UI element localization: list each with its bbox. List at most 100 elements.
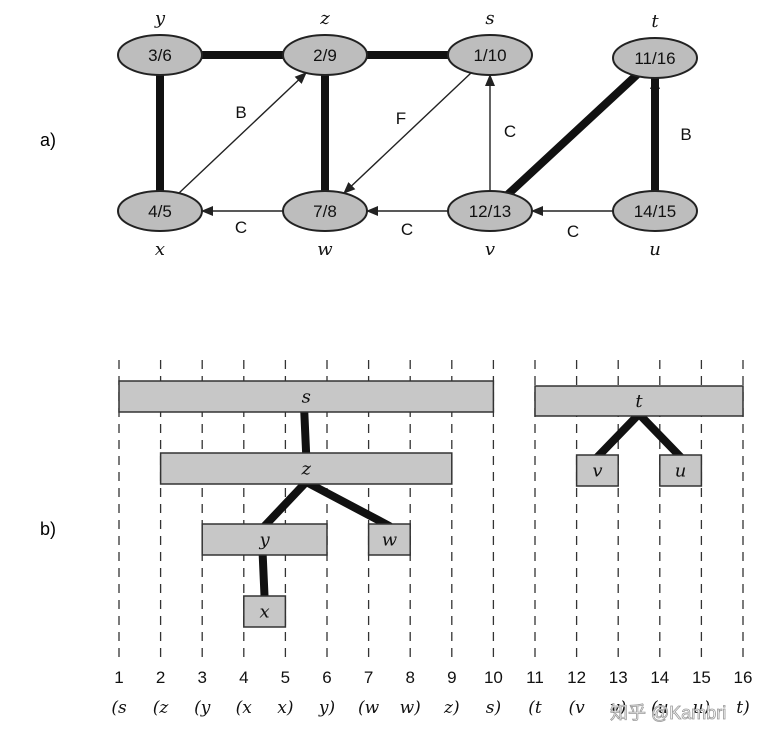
tick-label-12: 12 xyxy=(567,668,586,687)
interval-bar-u-rect xyxy=(659,454,703,487)
paren-label-2: (z xyxy=(153,698,170,718)
node-z-ellipse xyxy=(282,34,368,76)
interval-bar-y: y xyxy=(201,523,328,556)
edge-label-s-w: F xyxy=(396,109,406,128)
node-u: 14/15u xyxy=(612,190,698,260)
tick-label-16: 16 xyxy=(734,668,753,687)
edge-label-v-s: C xyxy=(504,122,516,141)
node-w: 7/8w xyxy=(282,190,368,260)
paren-label-9: z) xyxy=(443,698,460,718)
tick-label-8: 8 xyxy=(405,668,414,687)
tick-label-9: 9 xyxy=(447,668,456,687)
node-y: 3/6y xyxy=(117,8,203,76)
interval-bar-s-label: s xyxy=(302,387,311,408)
edge-label-x-z: B xyxy=(235,103,246,122)
interval-bar-t: t xyxy=(534,385,744,417)
interval-bar-w: w xyxy=(367,523,411,556)
tick-label-4: 4 xyxy=(239,668,248,687)
edge-s-w xyxy=(343,72,472,194)
paren-label-8: w) xyxy=(400,698,421,718)
node-v-name: v xyxy=(485,239,495,260)
node-u-ellipse xyxy=(612,190,698,232)
interval-link-z-w xyxy=(302,478,394,530)
interval-link-s-z xyxy=(300,406,311,459)
tick-label-14: 14 xyxy=(650,668,669,687)
interval-bar-t-rect xyxy=(534,385,744,417)
tick-label-7: 7 xyxy=(364,668,373,687)
tick-label-11: 11 xyxy=(526,668,544,687)
interval-bar-z-label: z xyxy=(300,459,311,480)
paren-label-13: v) xyxy=(610,698,626,718)
tick-label-13: 13 xyxy=(609,668,628,687)
interval-bar-v-rect xyxy=(575,454,619,487)
paren-label-16: t) xyxy=(736,698,749,718)
node-y-times: 3/6 xyxy=(148,46,172,65)
paren-label-3: (y xyxy=(194,698,211,718)
node-v: 12/13 v xyxy=(447,190,533,260)
edge-label-u-t: B xyxy=(680,125,691,144)
interval-bar-z: z xyxy=(159,452,453,485)
paren-label-1: (s xyxy=(111,698,127,718)
interval-bar-u: u xyxy=(659,454,703,487)
interval-bar-t-label: t xyxy=(635,391,643,412)
node-t-name: t xyxy=(651,11,659,32)
node-w-times: 7/8 xyxy=(313,202,337,221)
node-s: 1/10 s xyxy=(447,8,533,76)
edge-label-v-w: C xyxy=(401,220,413,239)
interval-bar-x-label: x xyxy=(260,602,270,623)
paren-label-4: (x xyxy=(236,698,253,718)
interval-bar-w-label: w xyxy=(382,530,398,551)
interval-bar-z-rect xyxy=(159,452,453,485)
edge-label-w-x: C xyxy=(235,218,247,237)
node-v-times: 12/13 xyxy=(469,202,512,221)
interval-bar-u-label: u xyxy=(675,461,687,482)
paren-label-5: x) xyxy=(277,698,293,718)
interval-bar-x-rect xyxy=(243,595,287,628)
tick-label-1: 1 xyxy=(114,668,123,687)
interval-link-t-u xyxy=(635,410,685,461)
graph-edge-labels: B F C B C C C xyxy=(235,103,692,241)
watermark: 知乎 @Kambri xyxy=(610,703,726,723)
edge-x-z xyxy=(178,72,307,194)
node-z-times: 2/9 xyxy=(313,46,337,65)
interval-link-y-x xyxy=(258,549,269,602)
paren-label-10: s) xyxy=(486,698,501,718)
interval-bar-v-label: v xyxy=(592,461,602,482)
tick-label-15: 15 xyxy=(692,668,711,687)
panel-a-label: a) xyxy=(40,130,56,150)
paren-label-6: y) xyxy=(318,698,335,718)
interval-link-t-v xyxy=(593,410,643,461)
interval-bar-v: v xyxy=(575,454,619,487)
node-s-name: s xyxy=(485,8,494,29)
graph-labeled-edges xyxy=(178,72,660,216)
edge-label-u-v: C xyxy=(567,222,579,241)
paren-label-11: (t xyxy=(528,698,542,718)
node-u-name: u xyxy=(649,239,661,260)
paren-label-14: (u xyxy=(651,698,669,718)
interval-bar-s-rect xyxy=(118,380,495,413)
interval-bar-y-rect xyxy=(201,523,328,556)
tree-edge-t-v xyxy=(486,54,659,215)
interval-bar-y-label: y xyxy=(259,530,271,551)
paren-label-7: (w xyxy=(358,698,380,718)
node-v-ellipse xyxy=(447,190,533,232)
node-w-ellipse xyxy=(282,190,368,232)
node-s-times: 1/10 xyxy=(473,46,506,65)
paren-label-12: (v xyxy=(568,698,585,718)
node-t-times: 11/16 xyxy=(634,49,675,68)
interval-bar-w-rect xyxy=(367,523,411,556)
interval-bar-s: s xyxy=(118,380,495,413)
tick-label-6: 6 xyxy=(322,668,331,687)
tick-label-2: 2 xyxy=(156,668,165,687)
panel-b-label: b) xyxy=(40,519,56,539)
node-x-times: 4/5 xyxy=(148,202,172,221)
tick-label-5: 5 xyxy=(281,668,290,687)
node-t: 11/16 t xyxy=(612,11,698,79)
node-x-name: x xyxy=(155,239,165,260)
tick-label-3: 3 xyxy=(197,668,206,687)
